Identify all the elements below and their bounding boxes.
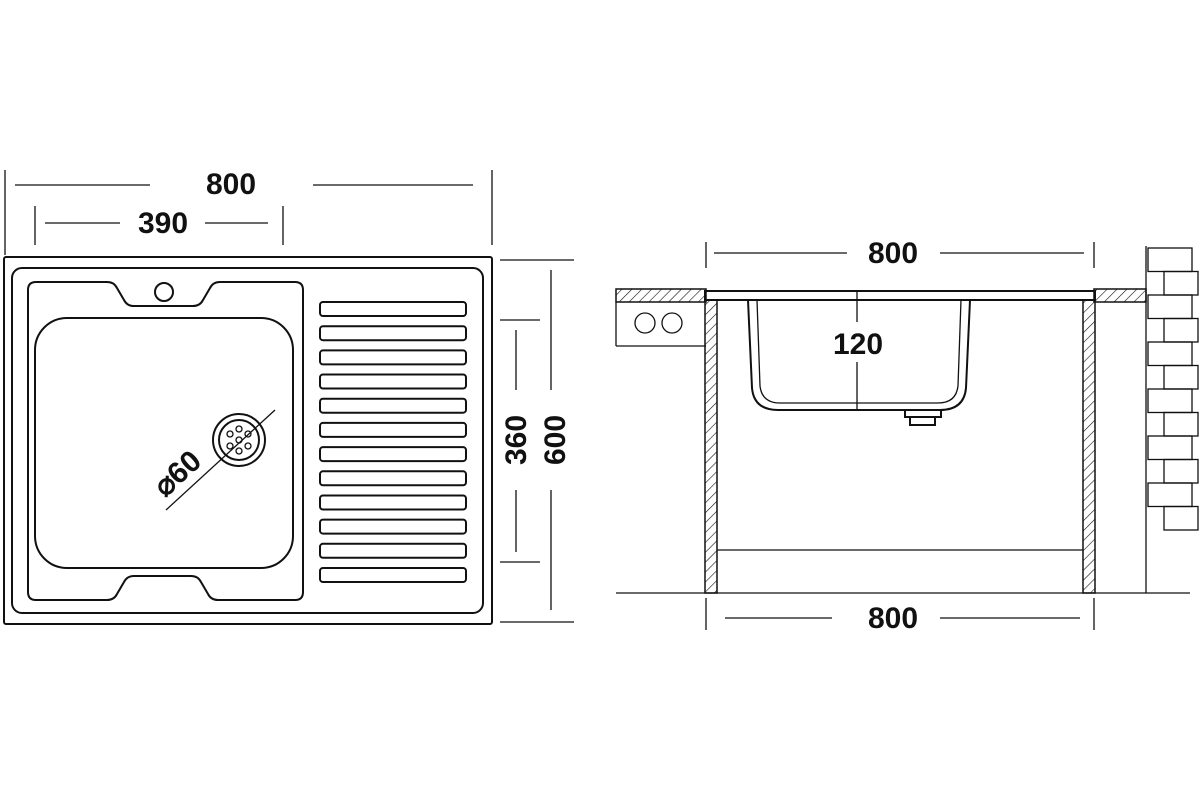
drain-diameter-label: ⌀60 xyxy=(148,444,208,503)
drainer-rib xyxy=(319,470,467,487)
drain-outlet-pipe xyxy=(909,416,936,426)
bowl-surround xyxy=(27,281,304,601)
cabinet-wall-left xyxy=(704,299,718,594)
drainer-rib xyxy=(319,446,467,463)
drainer-rib xyxy=(319,349,467,366)
sink-outer-rim xyxy=(3,256,493,625)
countertop-right xyxy=(1093,288,1147,303)
overall-depth-label: 600 xyxy=(539,415,572,465)
countertop-left xyxy=(615,288,707,303)
brick xyxy=(1147,247,1193,273)
drainer-rib xyxy=(319,373,467,390)
drainer-rib xyxy=(319,567,467,583)
drainer-ribs xyxy=(319,301,467,583)
brick xyxy=(1163,411,1199,437)
pipe-circle-2 xyxy=(661,312,683,334)
dimension-bowl-height: 120 xyxy=(833,292,883,410)
side-bottom-width-label: 800 xyxy=(868,602,918,635)
drainer-rib xyxy=(319,494,467,511)
dimension-side-top-width: 800 xyxy=(714,237,1084,270)
dimension-overall-depth: 600 xyxy=(539,270,572,610)
tap-hole xyxy=(154,282,174,302)
side-top-width-label: 800 xyxy=(868,237,918,270)
brick xyxy=(1163,270,1199,296)
brick xyxy=(1163,458,1199,484)
sink-inner-rim xyxy=(11,267,484,614)
dimension-bowl-width: 390 xyxy=(45,207,268,240)
brick xyxy=(1163,364,1199,390)
drainer-rib xyxy=(319,421,467,438)
drainer-rib xyxy=(319,301,467,317)
side-bowl-inner-profile xyxy=(756,299,962,404)
bowl-depth-label: 360 xyxy=(500,415,533,465)
brick xyxy=(1163,317,1199,343)
bowl xyxy=(34,317,294,569)
side-view: 800 120 xyxy=(615,237,1199,635)
top-view: 800 390 ⌀60 xyxy=(3,168,574,625)
drainer-rib xyxy=(319,542,467,559)
sink-top-plate xyxy=(704,290,1096,301)
brick xyxy=(1163,505,1199,531)
bowl-height-label: 120 xyxy=(833,328,883,361)
drainer-rib xyxy=(319,397,467,414)
brick xyxy=(1147,435,1193,461)
dimension-bowl-depth: 360 xyxy=(500,330,533,552)
brick xyxy=(1147,388,1193,414)
brick-wall xyxy=(1147,247,1199,531)
brick xyxy=(1147,294,1193,320)
pipe-circle-1 xyxy=(634,312,656,334)
bowl-width-label: 390 xyxy=(138,207,188,240)
drain-outlet-flange xyxy=(904,409,942,418)
brick xyxy=(1147,341,1193,367)
drainer-rib xyxy=(319,518,467,535)
cabinet-wall-right xyxy=(1082,299,1096,594)
drain: ⌀60 xyxy=(148,409,276,511)
drainer-rib xyxy=(319,325,467,342)
dimension-overall-width: 800 xyxy=(15,168,473,201)
overall-width-label: 800 xyxy=(206,168,256,201)
drain-leader-line xyxy=(165,409,276,511)
side-bowl-profile xyxy=(747,299,971,411)
brick xyxy=(1147,482,1193,508)
dimension-side-bottom-width: 800 xyxy=(725,602,1080,635)
